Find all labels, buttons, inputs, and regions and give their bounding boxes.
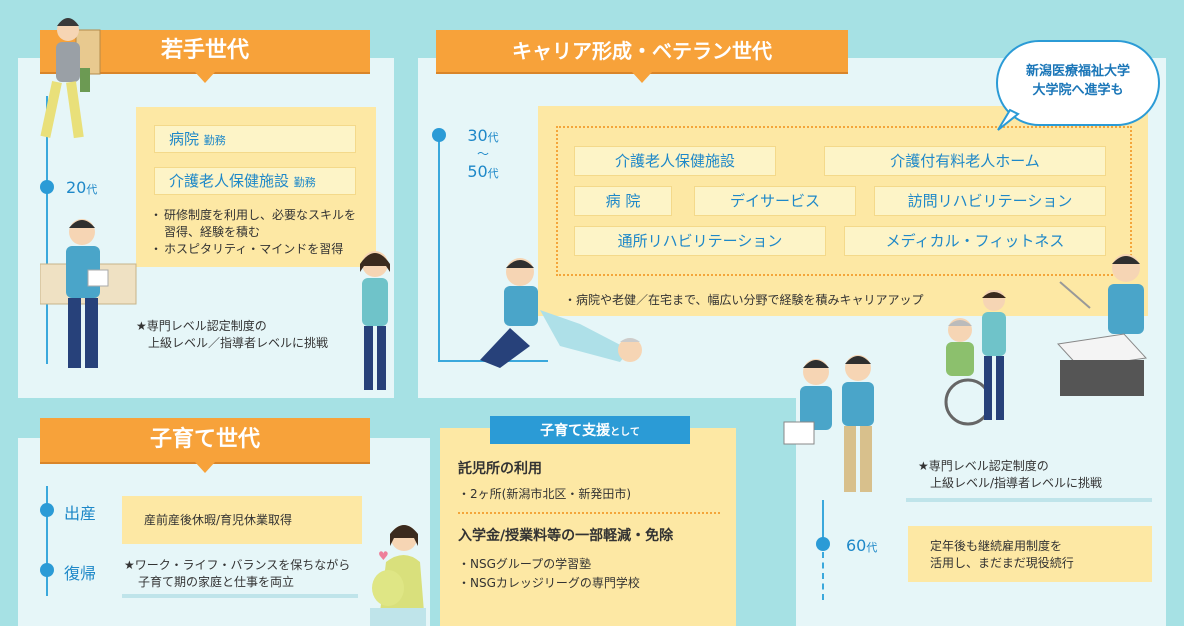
- young-age-label: 20代: [66, 178, 98, 197]
- career-timeline: [438, 130, 440, 362]
- workplace-home-rehab: 訪問リハビリテーション: [874, 186, 1106, 216]
- parenting-timeline: [46, 486, 48, 596]
- parenting-title: 子育て世代: [40, 418, 370, 473]
- workplace-hospital: 病 院: [574, 186, 672, 216]
- workplace-yuryo-home: 介護付有料老人ホーム: [824, 146, 1106, 176]
- young-bullet-2: ホスピタリティ・マインドを習得: [164, 242, 344, 256]
- career-star-underline: [906, 498, 1152, 502]
- svg-text:♥: ♥: [378, 549, 389, 563]
- female-therapist-illustration: [360, 251, 390, 390]
- birth-dot: [40, 503, 54, 517]
- young-note: 病院 勤務 介護老人保健施設 勤務 ・研修制度を利用し、必要なスキルを習得、経験…: [136, 107, 376, 267]
- career-note: 介護老人保健施設 介護付有料老人ホーム 病 院 デイサービス 訪問リハビリテーシ…: [538, 106, 1148, 316]
- career-title: キャリア形成・ベテラン世代: [436, 30, 848, 83]
- career-desc: ・病院や老健／在宅まで、幅広い分野で経験を積みキャリアアップ: [564, 293, 924, 307]
- student-with-books-illustration: [40, 18, 101, 139]
- young-star-note: ★専門レベル認定制度の 上級レベル／指導者レベルに挑戦: [136, 319, 329, 350]
- rehab-session-illustration: [480, 258, 642, 368]
- age60-note: 定年後も継続雇用制度を 活用し、まだまだ現役続行: [908, 526, 1152, 582]
- career-lower-panel: [796, 398, 1166, 626]
- pregnant-woman-illustration: ♥: [370, 525, 426, 626]
- two-therapists-illustration: [783, 355, 874, 492]
- career-dotted-frame: [556, 126, 1132, 276]
- age60-label: 60代: [846, 536, 878, 555]
- young-therapist-illustration: [40, 219, 137, 368]
- career-age-dot: [432, 128, 446, 142]
- young-timeline: [46, 96, 48, 364]
- workplace-medical-fitness: メディカル・フィットネス: [844, 226, 1106, 256]
- return-underline: [122, 594, 358, 598]
- bubble-tail: [997, 108, 1020, 131]
- fee-item-college: ・NSGカレッジリーグの専門学校: [458, 576, 640, 590]
- age60-dot: [816, 537, 830, 551]
- career-age-label: 30代 〜 50代: [467, 126, 499, 181]
- fee-heading: 入学金/授業料等の一部軽減・免除: [458, 528, 674, 544]
- young-bullet-1: 研修制度を利用し、必要なスキルを習得、経験を積む: [164, 208, 357, 239]
- birth-label: 出産: [64, 504, 97, 523]
- birth-note: 産前産後休暇/育児休業取得: [122, 496, 362, 544]
- grad-school-bubble: 新潟医療福祉大学 大学院へ進学も: [996, 40, 1160, 126]
- return-label: 復帰: [64, 564, 97, 583]
- young-age-dot: [40, 180, 54, 194]
- support-note: [440, 428, 736, 626]
- lecturer-illustration: [1056, 254, 1148, 396]
- young-place-hospital: 病院 勤務: [154, 125, 356, 153]
- support-divider: [458, 512, 720, 514]
- return-note: ★ワーク・ライフ・バランスを保ちながら 子育て期の家庭と仕事を両立: [124, 558, 351, 589]
- support-title: 子育て支援として: [490, 416, 690, 444]
- workplace-roken: 介護老人保健施設: [574, 146, 776, 176]
- young-bullet-list: ・研修制度を利用し、必要なスキルを習得、経験を積む ・ホスピタリティ・マインドを…: [150, 207, 364, 258]
- wheelchair-assist-illustration: [944, 290, 1006, 426]
- return-dot: [40, 563, 54, 577]
- nursery-heading: 託児所の利用: [458, 461, 542, 477]
- fee-item-juku: ・NSGグループの学習塾: [458, 557, 592, 571]
- career-star-note: ★専門レベル認定制度の 上級レベル/指導者レベルに挑戦: [918, 459, 1103, 490]
- nursery-detail: ・2ヶ所(新潟市北区・新発田市): [458, 487, 631, 501]
- workplace-day-service: デイサービス: [694, 186, 856, 216]
- young-place-roken: 介護老人保健施設 勤務: [154, 167, 356, 195]
- workplace-day-rehab: 通所リハビリテーション: [574, 226, 826, 256]
- career-timeline-60: [822, 500, 824, 540]
- career-timeline-60-dashed: [822, 552, 824, 600]
